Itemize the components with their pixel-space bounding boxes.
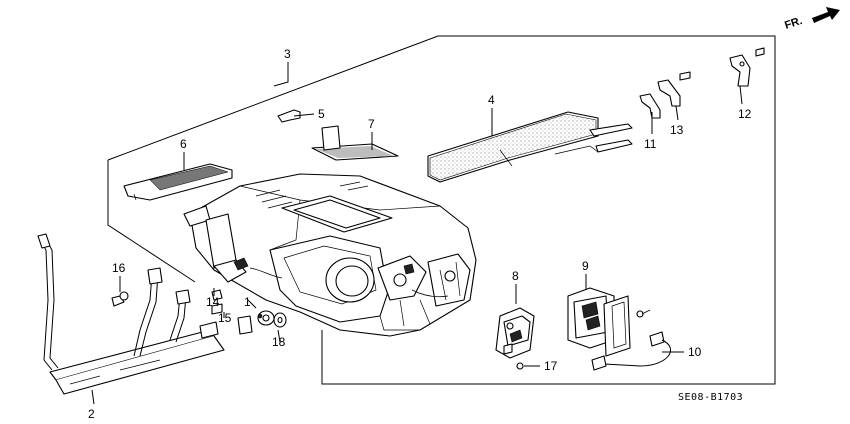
callout-9: 9 <box>582 259 589 273</box>
duct-6 <box>123 163 233 201</box>
callout-7: 7 <box>368 117 375 131</box>
mounting-frame-2 <box>37 233 287 395</box>
callout-3: 3 <box>284 47 291 61</box>
callout-13: 13 <box>670 123 684 137</box>
control-unit-9 <box>567 287 651 357</box>
heater-case <box>183 173 477 337</box>
leader-lines <box>91 62 743 405</box>
callout-4: 4 <box>488 93 495 107</box>
clip-5 <box>277 109 301 123</box>
callout-2: 2 <box>88 407 95 421</box>
front-arrow-icon <box>812 7 840 23</box>
heater-core <box>427 111 633 183</box>
pipe-clamp-11 <box>639 93 661 119</box>
callout-10: 10 <box>688 345 702 359</box>
callout-1: 1 <box>244 295 251 309</box>
front-direction-indicator: FR. <box>783 7 840 32</box>
diagram-code: SE08-B1703 <box>678 392 743 403</box>
callout-12: 12 <box>738 107 752 121</box>
callout-17: 17 <box>544 359 558 373</box>
callout-labels: 3 5 6 7 4 11 13 12 16 14 15 1 18 2 8 9 1… <box>88 47 752 421</box>
callout-14: 14 <box>206 295 220 309</box>
callout-6: 6 <box>180 137 187 151</box>
callout-11: 11 <box>644 137 657 151</box>
callout-5: 5 <box>318 107 325 121</box>
callout-8: 8 <box>512 269 519 283</box>
seal-7 <box>311 125 399 161</box>
callout-18: 18 <box>272 335 286 349</box>
assembly-boundary <box>107 35 776 385</box>
callout-15: 15 <box>218 311 232 325</box>
front-direction-label: FR. <box>783 15 804 32</box>
sensor-10 <box>591 331 672 371</box>
relay-8 <box>495 307 535 370</box>
pipe-clamp-12 <box>729 47 765 87</box>
pipe-clamp-13 <box>657 71 691 107</box>
callout-16: 16 <box>112 261 126 275</box>
